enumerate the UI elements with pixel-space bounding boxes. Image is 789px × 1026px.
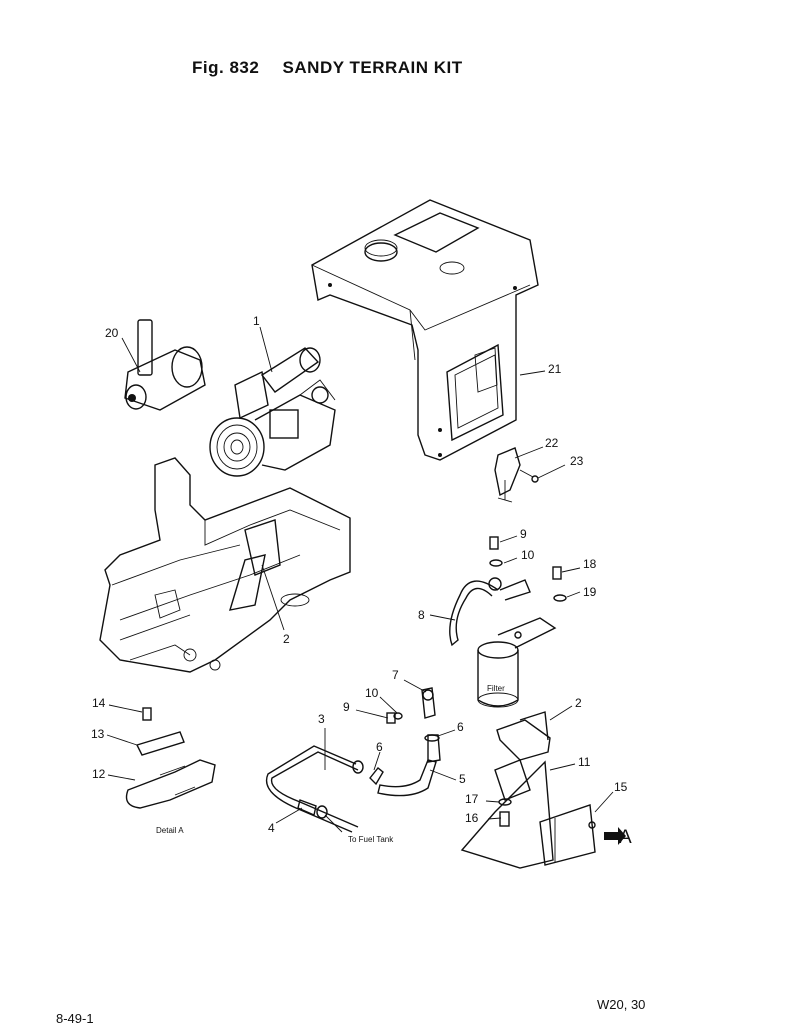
callout-6-right: 6 xyxy=(457,720,464,734)
fuel-hose-part-8 xyxy=(449,577,531,647)
fuel-pipe-part-3 xyxy=(265,745,364,833)
callout-16: 16 xyxy=(465,811,479,825)
callout-10-upper: 10 xyxy=(521,548,535,562)
callout-1: 1 xyxy=(253,314,260,328)
callout-8: 8 xyxy=(418,608,425,622)
page-reference: 8-49-1 xyxy=(56,1011,94,1026)
callout-2-frame: 2 xyxy=(283,632,290,646)
callout-5: 5 xyxy=(459,772,466,786)
callout-9-lower: 9 xyxy=(343,700,350,714)
callout-2-bracket: 2 xyxy=(575,696,582,710)
engine-part-1 xyxy=(209,347,336,477)
filter-label: Filter xyxy=(487,684,505,693)
callout-10-lower: 10 xyxy=(365,686,379,700)
callout-21: 21 xyxy=(548,362,562,376)
detail-a-label: Detail A xyxy=(156,826,184,835)
callout-23: 23 xyxy=(570,454,584,468)
fuel-tank-label: To Fuel Tank xyxy=(348,835,394,844)
figure-title: Fig. 832 SANDY TERRAIN KIT xyxy=(192,58,463,78)
callout-13: 13 xyxy=(91,727,105,741)
figure-name: SANDY TERRAIN KIT xyxy=(282,58,463,77)
fuel-filter-assembly xyxy=(477,617,557,708)
view-a-marker: A xyxy=(619,827,632,848)
air-cleaner-part-20 xyxy=(124,319,206,411)
callout-11: 11 xyxy=(578,755,591,769)
callout-17: 17 xyxy=(465,792,479,806)
callout-15: 15 xyxy=(614,780,628,794)
callout-19: 19 xyxy=(583,585,597,599)
callout-12: 12 xyxy=(92,767,106,781)
model-designation: W20, 30 xyxy=(597,997,646,1012)
bolts-9-10 xyxy=(489,536,567,602)
hood-cover-part-21 xyxy=(311,199,539,461)
callout-4: 4 xyxy=(268,821,275,835)
callout-20: 20 xyxy=(105,326,119,340)
callout-9-upper: 9 xyxy=(520,527,527,541)
callout-3: 3 xyxy=(318,712,325,726)
figure-number: Fig. 832 xyxy=(192,58,260,77)
callout-22: 22 xyxy=(545,436,559,450)
callout-6-left: 6 xyxy=(376,740,383,754)
mounting-bracket-assembly xyxy=(460,711,626,869)
bracket-part-22 xyxy=(494,447,539,503)
leader-lines xyxy=(106,326,614,833)
fittings-5-6-7 xyxy=(369,687,441,797)
callout-7: 7 xyxy=(392,668,399,682)
callout-14: 14 xyxy=(92,696,106,710)
frame-assembly xyxy=(99,457,351,673)
callout-18: 18 xyxy=(583,557,597,571)
detail-a-parts xyxy=(125,707,216,809)
